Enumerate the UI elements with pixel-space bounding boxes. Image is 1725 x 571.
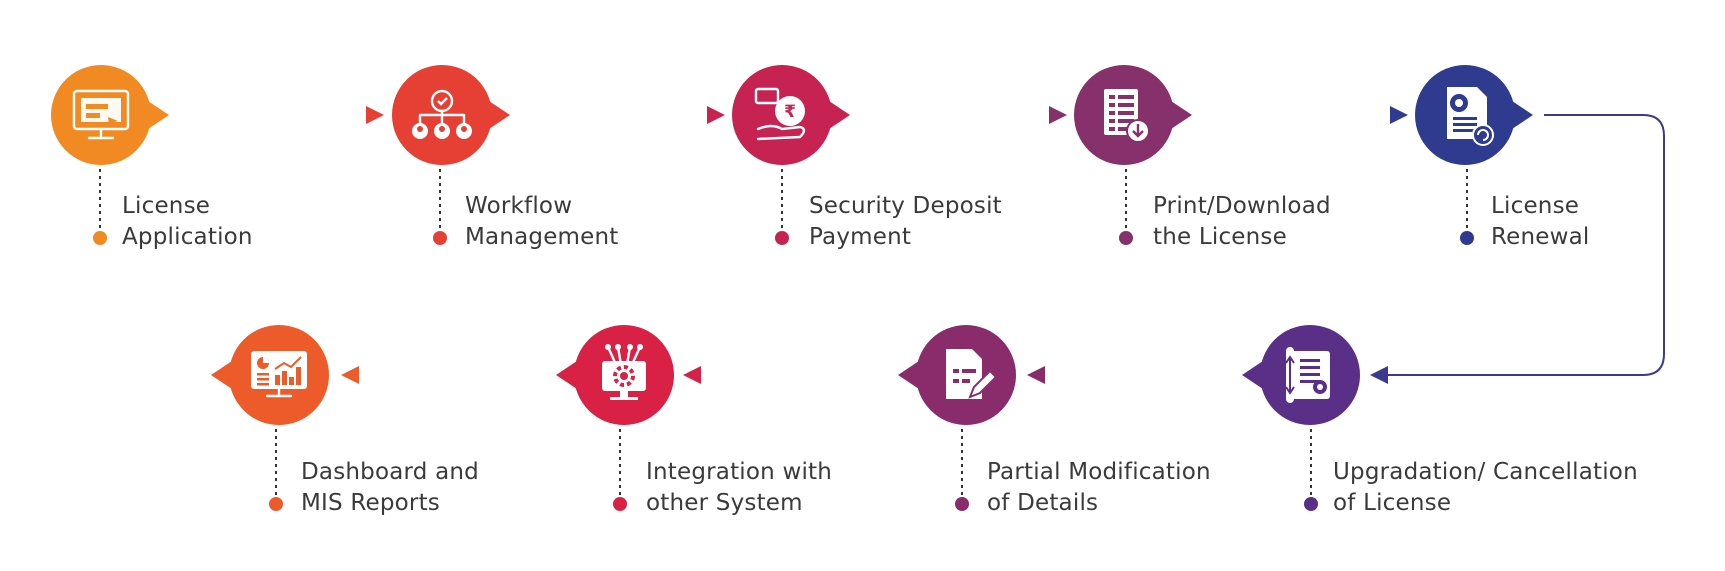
step-dot bbox=[955, 497, 969, 511]
step-label-line: other System bbox=[646, 490, 803, 516]
step-nodes: ₹ bbox=[51, 65, 1533, 511]
dashboard-chart-icon bbox=[251, 351, 307, 398]
step-node-print-download-license bbox=[1074, 65, 1192, 245]
step-label-line: Integration with bbox=[646, 459, 833, 485]
step-dot bbox=[1119, 231, 1133, 245]
step-label-line: License bbox=[122, 193, 211, 219]
step-label-line: MIS Reports bbox=[301, 490, 440, 516]
scroll-certificate-icon bbox=[1285, 347, 1330, 403]
document-download-icon bbox=[1104, 89, 1150, 143]
step-pointer bbox=[211, 359, 235, 391]
step-label-line: Print/Download bbox=[1153, 193, 1331, 219]
step-pointer bbox=[145, 99, 169, 131]
svg-text:₹: ₹ bbox=[784, 102, 796, 122]
step-label-line: Renewal bbox=[1491, 224, 1590, 250]
step-label-integration-other-system: Integration with other System bbox=[646, 457, 832, 519]
arrow-5-to-6 bbox=[1370, 114, 1665, 384]
step-label-line: the License bbox=[1153, 224, 1287, 250]
step-pointer bbox=[898, 359, 922, 391]
arrow-4-to-5 bbox=[1200, 106, 1408, 124]
workflow-people-gear-icon bbox=[412, 89, 472, 139]
step-label-print-download-license: Print/Download the License bbox=[1153, 191, 1331, 253]
step-node-dashboard-mis-reports bbox=[211, 325, 329, 511]
step-node-security-deposit-payment: ₹ bbox=[732, 65, 850, 245]
step-label-line: Management bbox=[465, 224, 619, 250]
step-label-line: Partial Modification bbox=[987, 459, 1211, 485]
arrow-8-to-9 bbox=[341, 366, 546, 384]
step-pointer bbox=[1509, 99, 1533, 131]
step-pointer bbox=[1242, 359, 1266, 391]
step-dot bbox=[1460, 231, 1474, 245]
step-label-line: Workflow bbox=[465, 193, 573, 219]
monitor-form-icon bbox=[72, 89, 130, 140]
arrow-7-to-8 bbox=[683, 366, 888, 384]
step-label-upgradation-cancellation: Upgradation/ Cancellation of License bbox=[1333, 457, 1638, 519]
arrow-1-to-2 bbox=[176, 106, 384, 124]
step-node-license-application bbox=[51, 65, 169, 245]
step-node-integration-other-system bbox=[556, 325, 674, 511]
step-label-partial-modification: Partial Modification of Details bbox=[987, 457, 1211, 519]
arrow-2-to-3 bbox=[518, 106, 725, 124]
arrow-3-to-4 bbox=[858, 106, 1067, 124]
step-node-partial-modification bbox=[898, 325, 1016, 511]
step-pointer bbox=[486, 99, 510, 131]
connector-arrows bbox=[176, 106, 1665, 384]
step-pointer bbox=[556, 359, 580, 391]
certificate-renew-icon bbox=[1447, 87, 1494, 146]
step-node-workflow-management bbox=[392, 65, 510, 245]
step-dot bbox=[1304, 497, 1318, 511]
step-label-line: Payment bbox=[809, 224, 912, 250]
step-label-line: of License bbox=[1333, 490, 1452, 516]
step-pointer bbox=[826, 99, 850, 131]
step-label-line: License bbox=[1491, 193, 1580, 219]
step-label-line: Dashboard and bbox=[301, 459, 479, 485]
step-node-upgradation-cancellation bbox=[1242, 325, 1360, 511]
step-dot bbox=[269, 497, 283, 511]
step-label-line: Security Deposit bbox=[809, 193, 1002, 219]
arrow-6-to-7 bbox=[1027, 366, 1232, 384]
step-label-line: Application bbox=[122, 224, 253, 250]
step-dot bbox=[433, 231, 447, 245]
step-dot bbox=[613, 497, 627, 511]
monitor-gear-network-icon bbox=[602, 344, 646, 400]
document-edit-icon bbox=[946, 349, 998, 399]
step-pointer bbox=[1168, 99, 1192, 131]
step-dot bbox=[775, 231, 789, 245]
step-node-license-renewal bbox=[1415, 65, 1533, 245]
step-label-line: of Details bbox=[987, 490, 1099, 516]
step-dot bbox=[93, 231, 107, 245]
rupee-hand-payment-icon: ₹ bbox=[754, 87, 806, 141]
step-label-line: Upgradation/ Cancellation bbox=[1333, 459, 1638, 485]
